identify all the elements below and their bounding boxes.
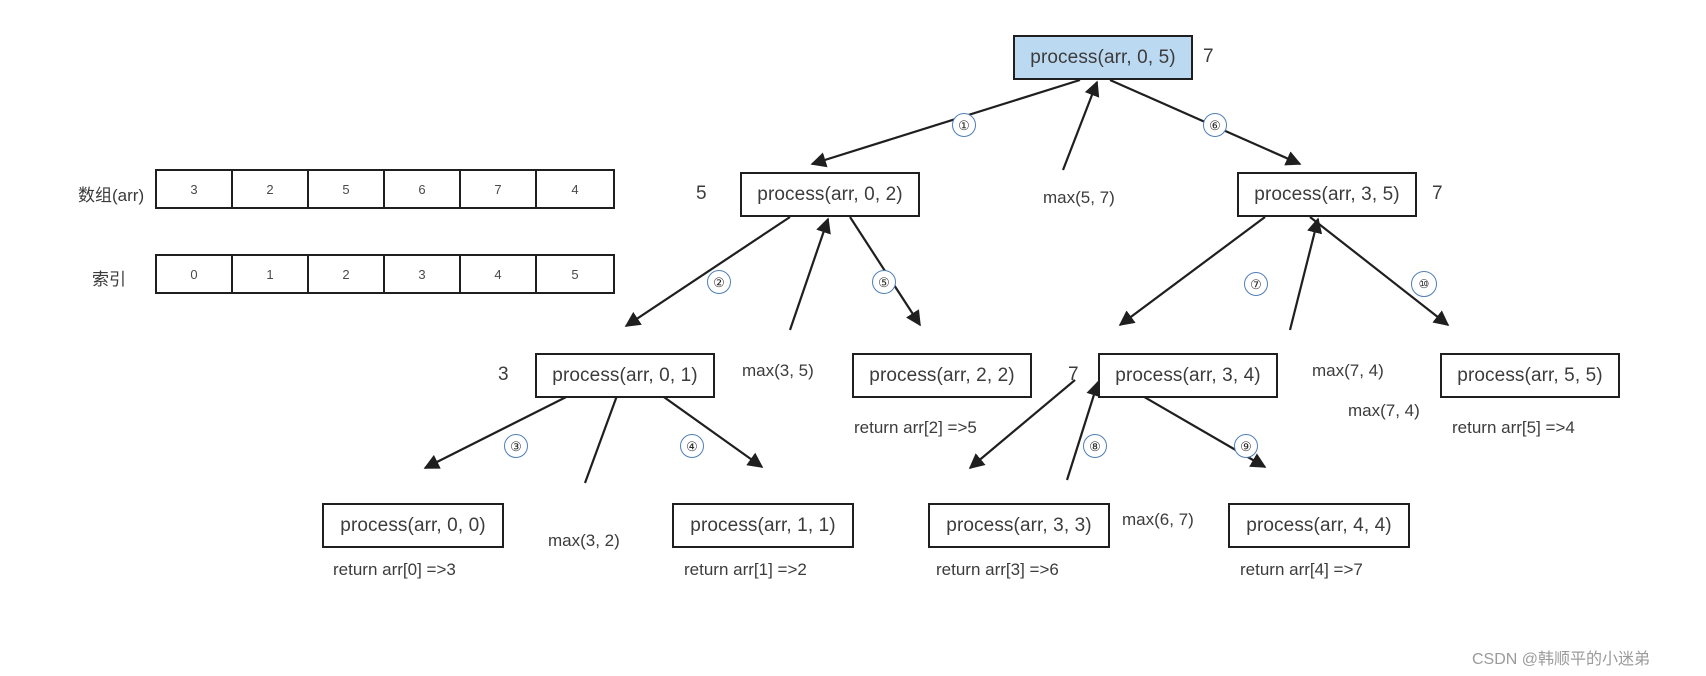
index-cell-5: 5 [571, 266, 579, 282]
step-circle-3: ③ [504, 434, 528, 458]
node-process-0-5[interactable]: process(arr, 0, 5) [1013, 35, 1193, 80]
index-cell-4: 4 [461, 256, 537, 292]
index-label: 索引 [92, 270, 126, 289]
result-process-3-5: 7 [1432, 183, 1443, 204]
result-process-3-4: 7 [1068, 364, 1079, 385]
result-process-0-2: 5 [696, 183, 707, 204]
node-process-0-1[interactable]: process(arr, 0, 1) [535, 353, 715, 398]
index-cell-1: 1 [233, 256, 309, 292]
step-circle-5: ⑤ [872, 270, 896, 294]
return-label-arr-2: return arr[2] =>5 [854, 418, 977, 437]
array-cell-4: 7 [461, 171, 537, 207]
step-circle-4: ④ [680, 434, 704, 458]
max-label-7-4-lower: max(7, 4) [1348, 401, 1420, 420]
index-cell-0: 0 [157, 256, 233, 292]
max-label-3-5: max(3, 5) [742, 361, 814, 380]
node-process-2-2[interactable]: process(arr, 2, 2) [852, 353, 1032, 398]
return-label-arr-3: return arr[3] =>6 [936, 560, 1059, 579]
node-process-0-0[interactable]: process(arr, 0, 0) [322, 503, 504, 548]
max-label-5-7: max(5, 7) [1043, 188, 1115, 207]
array-cell-3: 6 [385, 171, 461, 207]
array-cell-1: 2 [233, 171, 309, 207]
node-process-3-5[interactable]: process(arr, 3, 5) [1237, 172, 1417, 217]
node-process-1-1[interactable]: process(arr, 1, 1) [672, 503, 854, 548]
step-circle-2: ② [707, 270, 731, 294]
array-cell-0: 3 [157, 171, 233, 207]
node-process-3-3[interactable]: process(arr, 3, 3) [928, 503, 1110, 548]
node-process-5-5[interactable]: process(arr, 5, 5) [1440, 353, 1620, 398]
step-circle-7: ⑦ [1244, 272, 1268, 296]
node-process-0-2[interactable]: process(arr, 0, 2) [740, 172, 920, 217]
step-circle-9: ⑨ [1234, 434, 1258, 458]
index-cell-2: 2 [309, 256, 385, 292]
step-circle-10: ⑩ [1411, 271, 1437, 297]
array-cell-2: 5 [309, 171, 385, 207]
array-cell-5: 4 [571, 181, 579, 197]
step-circle-8: ⑧ [1083, 434, 1107, 458]
node-process-4-4[interactable]: process(arr, 4, 4) [1228, 503, 1410, 548]
step-circle-6: ⑥ [1203, 113, 1227, 137]
index-cell-3: 3 [385, 256, 461, 292]
max-label-7-4-upper: max(7, 4) [1312, 361, 1384, 380]
return-label-arr-4: return arr[4] =>7 [1240, 560, 1363, 579]
step-circle-1: ① [952, 113, 976, 137]
result-process-0-5: 7 [1203, 46, 1214, 67]
watermark: CSDN @韩顺平的小迷弟 [1472, 651, 1651, 668]
return-label-arr-5: return arr[5] =>4 [1452, 418, 1575, 437]
node-process-3-4[interactable]: process(arr, 3, 4) [1098, 353, 1278, 398]
array-label: 数组(arr) [78, 186, 145, 205]
result-process-0-1: 3 [498, 364, 509, 385]
max-label-3-2: max(3, 2) [548, 531, 620, 550]
max-label-6-7: max(6, 7) [1122, 510, 1194, 529]
return-label-arr-1: return arr[1] =>2 [684, 560, 807, 579]
return-label-arr-0: return arr[0] =>3 [333, 560, 456, 579]
